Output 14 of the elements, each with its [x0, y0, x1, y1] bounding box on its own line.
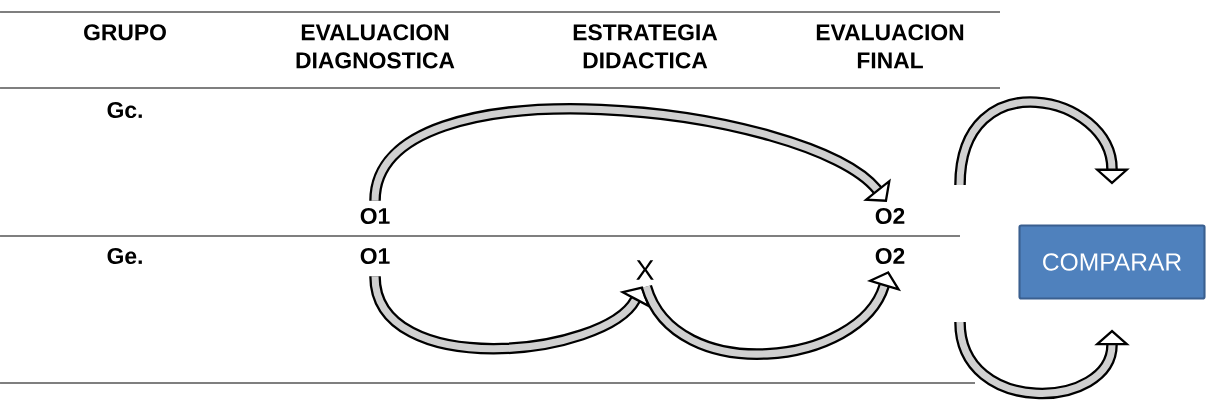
group-label: Ge. — [107, 247, 142, 265]
curved-arrow — [369, 103, 891, 203]
group-label: Gc. — [107, 101, 142, 119]
column-header: EVALUACION DIAGNOSTICA — [296, 24, 455, 69]
observation-label: O1 — [360, 207, 390, 225]
observation-label: O2 — [875, 247, 905, 265]
compare-box: COMPARAR — [1018, 224, 1206, 300]
column-header: EVALUACION FINAL — [816, 24, 964, 69]
treatment-label: X — [636, 260, 654, 280]
column-header: ESTRATEGIA DIDACTICA — [573, 24, 718, 69]
curved-arrow — [954, 96, 1130, 186]
observation-label: O2 — [875, 207, 905, 225]
column-header: GRUPO — [84, 24, 166, 41]
observation-label: O1 — [360, 247, 390, 265]
